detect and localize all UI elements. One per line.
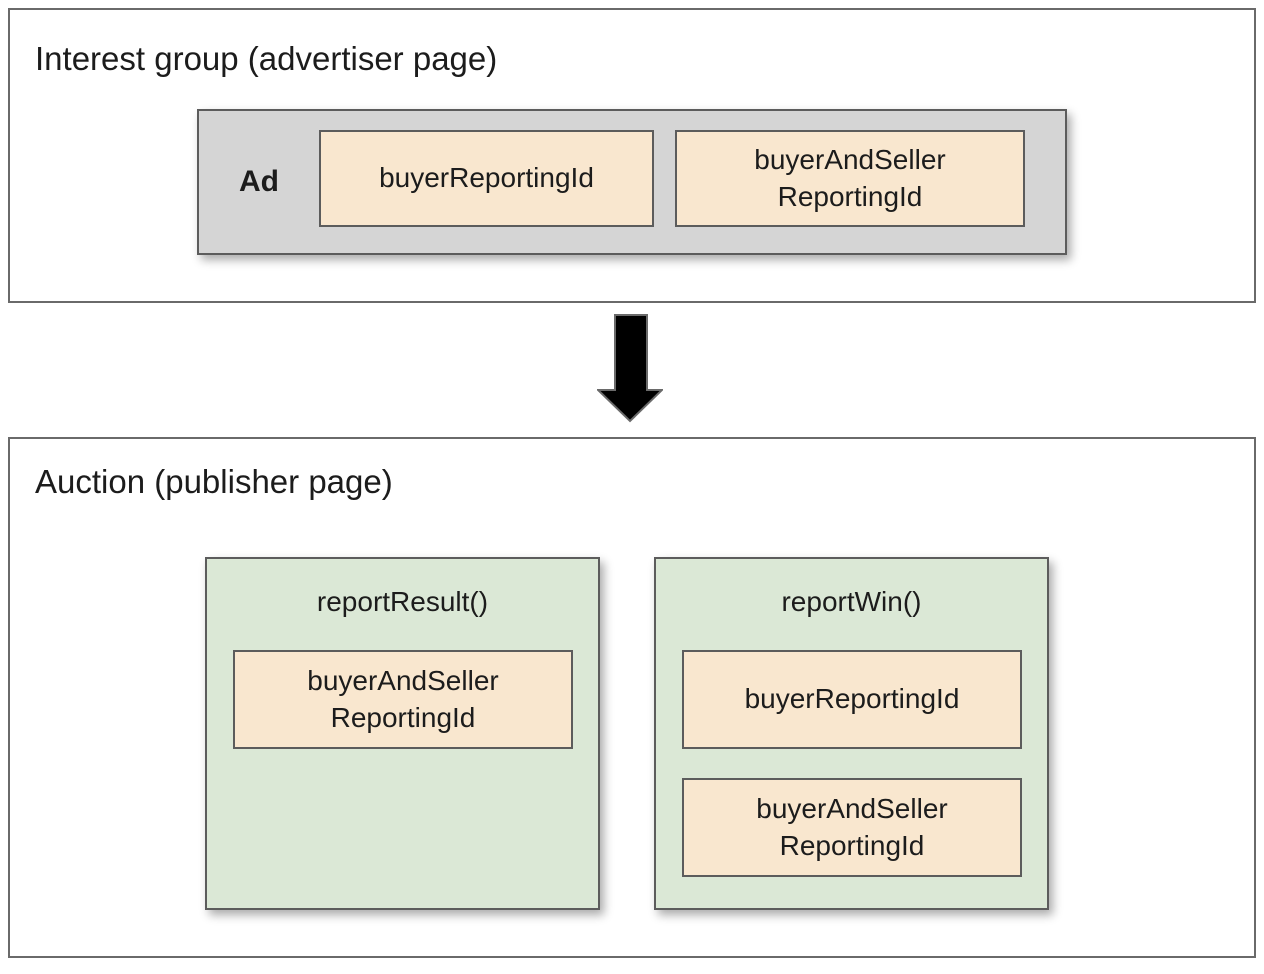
ad-container: Ad buyerReportingId buyerAndSeller Repor…	[197, 109, 1067, 255]
report-result-title: reportResult()	[316, 586, 489, 617]
interest-group-box: Interest group (advertiser page) Ad buye…	[8, 8, 1256, 303]
report-result-box: reportResult() buyerAndSeller ReportingI…	[205, 557, 600, 910]
interest-group-title: Interest group (advertiser page)	[35, 40, 498, 77]
report-win-box: reportWin() buyerReportingId buyerAndSel…	[654, 557, 1049, 910]
auction-box: Auction (publisher page) reportResult() …	[8, 437, 1256, 958]
buyer-reporting-id-field: buyerReportingId	[682, 650, 1022, 749]
buyer-and-seller-reporting-id-field: buyerAndSeller ReportingId	[233, 650, 573, 749]
report-win-title: reportWin()	[781, 586, 922, 617]
buyer-reporting-id-field: buyerReportingId	[319, 130, 654, 227]
auction-title: Auction (publisher page)	[35, 463, 393, 500]
ad-label: Ad	[239, 165, 279, 198]
buyer-and-seller-reporting-id-field: buyerAndSeller ReportingId	[682, 778, 1022, 877]
buyer-and-seller-reporting-id-field: buyerAndSeller ReportingId	[675, 130, 1025, 227]
down-arrow-icon	[595, 313, 665, 423]
